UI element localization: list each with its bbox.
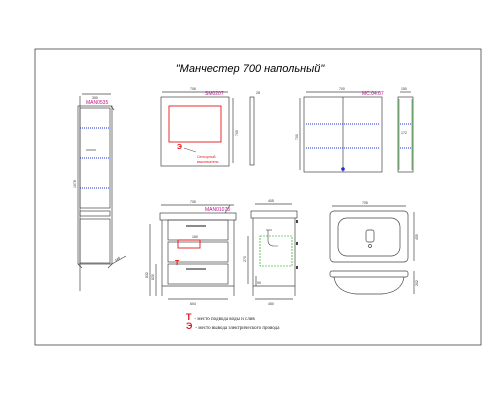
mirror-cabinet-edges [398,99,413,170]
tall-cabinet-side: 340 [114,256,121,263]
power-marker: Э [177,144,182,151]
vanity-width: 705 [190,200,196,204]
water-symbol: Т [186,312,192,322]
mirror-depth: 28 [256,91,260,95]
sink-width: 705 [362,201,368,205]
vanity-height-2: 820 [151,274,155,280]
mirror-cabinet-view [299,91,414,173]
mirror-view [160,91,234,167]
mirror-cabinet-code: MC.04.07 [362,91,384,97]
vanity-drawer-dim: 160 [192,235,198,239]
vanity-side-depth: 450 [268,302,274,306]
power-text: - место вывода электрического провода [195,326,280,331]
legend-water: Т- место подвода воды и слив [186,312,255,322]
power-marker-leader [183,147,197,153]
sink-height: 202 [415,280,419,286]
tall-cabinet-view [77,93,127,291]
vanity-side-pipe-zone [259,235,293,267]
mirror-height: 700 [235,130,239,136]
vanity-height-1: 832 [145,272,149,278]
mirror-glass [168,105,222,143]
siphon-icon [266,229,278,247]
vanity-code: MAN01073 [205,207,230,213]
sink-front-view [329,270,415,295]
vanity-bottom-width: 604 [190,302,196,306]
mirror-width: 706 [190,87,196,91]
mirror-note-line2: выключатель [197,160,219,164]
tall-cabinet-code: MAN0535 [86,100,108,106]
faucet-icon [365,229,375,248]
tall-cabinet-height: 1678 [73,180,77,188]
vanity-side-markers [296,220,298,269]
sheet-frame [34,48,482,346]
tall-cabinet-shelves [80,127,110,189]
mirror-cabinet-side-width: 150 [401,87,407,91]
sink-top-view [329,205,415,263]
mirror-cabinet-shelf-dim: 172 [401,131,407,135]
mirror-cabinet-shelves [306,123,411,149]
legend-power: Э- место вывода электрического провода [186,321,279,331]
mirror-cabinet-height: 700 [295,134,299,140]
vanity-view [149,204,237,300]
mirror-cabinet-width: 700 [339,87,345,91]
vanity-side-h2: 90 [257,281,261,285]
mirror-code: SM0207 [205,91,224,97]
water-marker: Т [175,260,180,267]
vanity-side-top-depth: 405 [268,199,274,203]
tall-cabinet-width: 350 [92,96,98,100]
sink-depth: 455 [415,234,419,240]
vanity-side-view [247,203,298,300]
power-symbol: Э [186,321,193,331]
drawing-title: "Манчестер 700 напольный" [175,63,325,75]
vanity-side-h1: 270 [243,256,247,262]
mirror-side [249,96,255,166]
mirror-note-line1: Сенсорный [197,155,216,159]
water-text: - место подвода воды и слив [194,317,255,322]
mirror-cabinet-knob [341,167,345,171]
vanity-drawer-zone [177,239,201,249]
